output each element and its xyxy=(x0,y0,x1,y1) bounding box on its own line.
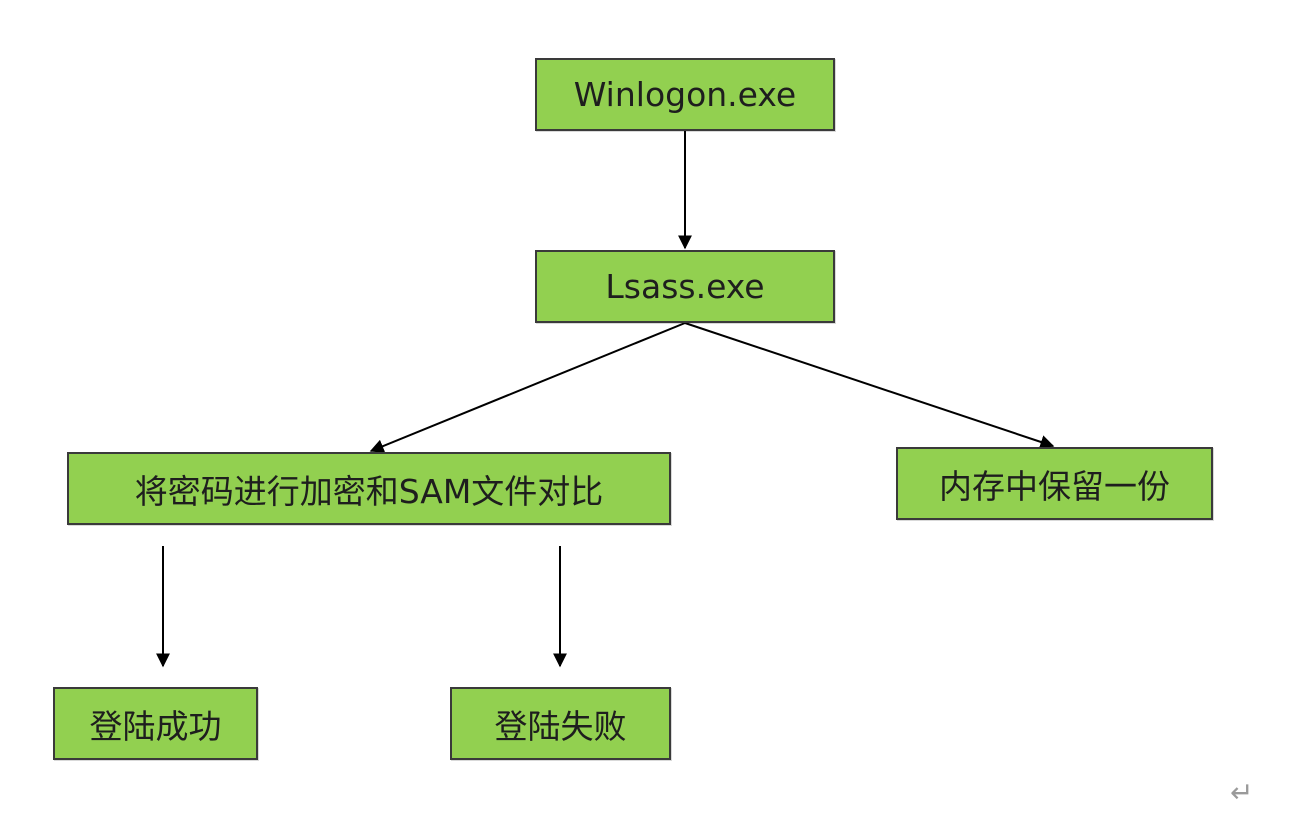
node-lsass: Lsass.exe xyxy=(535,250,835,323)
node-login-success: 登陆成功 xyxy=(53,687,258,760)
node-encrypt-compare-sam: 将密码进行加密和SAM文件对比 xyxy=(67,452,671,525)
node-winlogon: Winlogon.exe xyxy=(535,58,835,131)
return-arrow-icon: ↵ xyxy=(1230,776,1254,809)
node-login-failure: 登陆失败 xyxy=(450,687,671,760)
edge-lsass-to-memory xyxy=(684,322,1055,449)
edge-lsass-to-compare xyxy=(369,322,686,453)
node-keep-copy-in-memory: 内存中保留一份 xyxy=(896,447,1213,520)
